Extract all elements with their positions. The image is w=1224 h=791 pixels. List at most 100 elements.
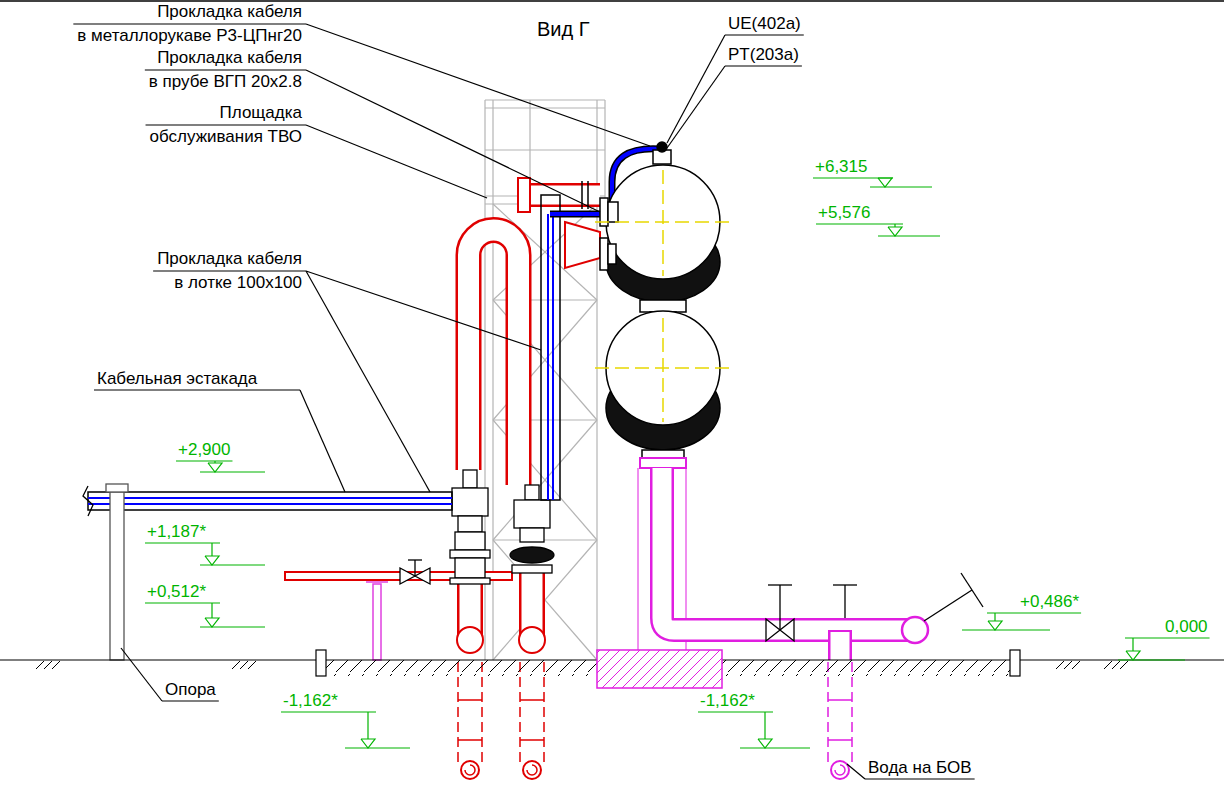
water-pipe [662, 468, 915, 630]
elevation-value-holder: -1,162* [283, 691, 338, 711]
foundation [597, 650, 722, 688]
view-title-holder: Вид Г [537, 18, 590, 41]
leader-shelf [73, 23, 306, 24]
leader-shelf [725, 65, 802, 66]
callout-text-holder: Опора [165, 680, 216, 700]
heating-pipe [458, 739, 482, 741]
valve-symbol [450, 550, 490, 558]
valve-symbol [520, 528, 544, 542]
valve-symbol [400, 470, 554, 584]
heating-pipe [526, 186, 600, 205]
valve-symbol [514, 500, 550, 528]
leader-line [667, 66, 725, 148]
elevation-triangle [1126, 651, 1140, 660]
elevation-value-holder: +2,900 [178, 440, 230, 460]
callout-text-holder: Прокладка кабеля [157, 2, 302, 22]
leader-shelf [153, 270, 306, 271]
elevation-triangle [361, 739, 375, 748]
center-line [595, 170, 735, 422]
heat-exchanger [640, 300, 686, 312]
elevation-level [200, 626, 265, 627]
elevation-triangle [205, 556, 219, 565]
elevation-triangle [888, 227, 902, 236]
callout-text-holder: Прокладка кабеля [157, 249, 302, 269]
callout-text: в металлорукаве Р3-ЦПнг20 [77, 26, 302, 46]
elevation-shelf [281, 711, 376, 712]
leader-line [300, 390, 345, 492]
valve-symbol [455, 558, 485, 578]
leader-line [121, 648, 162, 701]
center-line [662, 318, 664, 422]
valve-symbol [450, 578, 490, 584]
pipe-support [366, 582, 388, 660]
heating-pipe [458, 700, 544, 740]
callout-text-holder: Площадка [220, 103, 302, 123]
elevation-triangle [758, 739, 772, 748]
pipe-support [373, 584, 381, 660]
service-platform [485, 149, 605, 150]
elevation-level [345, 747, 410, 748]
callout-text-holder: Кабельная эстакада [97, 369, 257, 389]
heat-exchanger [600, 142, 720, 458]
leader-line [667, 35, 725, 143]
service-platform [604, 100, 605, 204]
elevation-level [878, 235, 940, 236]
callout-text: Кабельная эстакада [97, 369, 257, 389]
valve-symbol [455, 532, 485, 550]
heating-pipe [527, 765, 537, 775]
elevation-value-holder: +1,187* [147, 522, 206, 542]
heat-exchanger [608, 244, 616, 264]
leader-shelf [865, 778, 975, 779]
water-pipe [828, 699, 852, 701]
foundation [597, 650, 722, 688]
elevation-level [740, 747, 810, 748]
elevation-shelf [698, 711, 773, 712]
elevation-value: +6,315 [815, 157, 867, 177]
cable-tray [88, 503, 452, 505]
heating-pipe [457, 627, 483, 653]
callout-text: Вода на БОВ [868, 758, 972, 778]
elevation-level [1118, 659, 1185, 660]
elevation-leader [1132, 638, 1133, 651]
service-platform [485, 99, 605, 100]
heating-pipe [465, 765, 475, 775]
elevation-leader [367, 712, 368, 739]
heating-pipe [526, 183, 600, 207]
elevation-value: +1,187* [147, 522, 206, 542]
view-title: Вид Г [537, 18, 590, 41]
gate-valve [766, 619, 780, 641]
heating-pipe [543, 662, 545, 762]
heating-pipe [458, 662, 544, 762]
elevation-value-holder: +6,315 [815, 157, 867, 177]
pipe-support [366, 581, 388, 583]
elevation-value-holder: 0,000 [1165, 617, 1208, 637]
valve-symbol [415, 568, 430, 584]
heating-pipe [469, 230, 519, 485]
heating-pipe [587, 181, 589, 209]
elevation-value: -1,162* [283, 691, 338, 711]
callout-text: Прокладка кабеля [157, 249, 302, 269]
valve-symbol [463, 470, 477, 488]
water-pipe [831, 632, 850, 660]
leader-line [847, 764, 865, 779]
valve-symbol [400, 568, 415, 584]
support-post [106, 484, 128, 660]
water-pipe [828, 630, 852, 660]
heating-pipe [523, 761, 541, 779]
elevation-leader [211, 603, 212, 618]
elevation-level [200, 564, 265, 565]
callout-text: в прубе ВГП 20х2.8 [149, 72, 302, 92]
foundation [597, 650, 722, 688]
callout-text-holder: Прокладка кабеля [157, 48, 302, 68]
heating-pipe [457, 662, 459, 762]
callout-text: обслуживания ТВО [150, 127, 302, 147]
gate-valve [780, 619, 794, 641]
elevation-triangle [208, 463, 222, 472]
heating-pipe [565, 222, 600, 268]
elevation-triangle [878, 178, 892, 187]
elevation-shelf [987, 612, 1081, 613]
elevation-triangle [205, 618, 219, 627]
water-pipe [835, 765, 845, 775]
cable-tray [88, 497, 452, 499]
